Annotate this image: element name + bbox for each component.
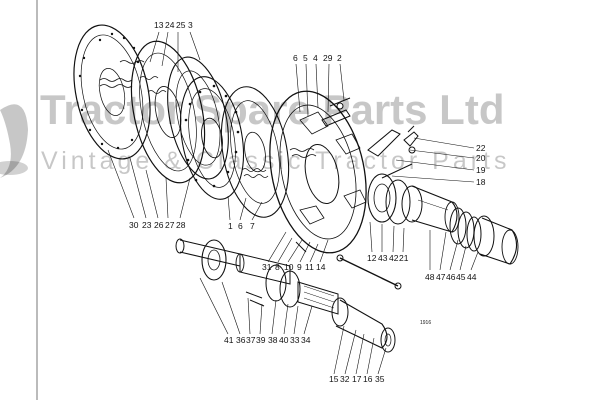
labels-right-top: 22 20 19 18 (476, 143, 486, 187)
label: 25 (176, 20, 186, 30)
label: 32 (340, 374, 350, 384)
pins (245, 241, 307, 307)
label: 39 (256, 335, 266, 345)
label: 24 (165, 20, 175, 30)
label: 2 (337, 53, 342, 63)
label: 29 (323, 53, 333, 63)
driven-plate (220, 86, 290, 218)
label: 35 (375, 374, 385, 384)
pull-rod (336, 254, 402, 290)
label: 46 (446, 272, 456, 282)
label: 36 (236, 335, 246, 345)
clutch-springs (99, 60, 167, 94)
label: 34 (301, 335, 311, 345)
label: 21 (399, 253, 409, 263)
label: 12 (367, 253, 377, 263)
seal-rings (449, 207, 482, 252)
housing-end (473, 215, 519, 265)
watermark-subtitle: Vintage & Classic Tractor Parts (41, 147, 511, 175)
label: 20 (476, 153, 486, 163)
flywheel-part (73, 24, 151, 160)
label: 19 (476, 165, 486, 175)
label: 4 (313, 53, 318, 63)
label: 6 (293, 53, 298, 63)
label: 11 (305, 262, 314, 272)
label: 28 (176, 220, 186, 230)
label: 44 (467, 272, 477, 282)
label: 16 (363, 374, 373, 384)
label: 26 (154, 220, 164, 230)
label: 41 (224, 335, 234, 345)
watermark-logo (0, 104, 28, 178)
label: 18 (476, 177, 486, 187)
label: 42 (389, 253, 399, 263)
leader-lines (107, 31, 479, 375)
clutch-cover-assembly (269, 90, 367, 254)
label: 23 (142, 220, 152, 230)
label: 48 (425, 272, 435, 282)
label: 3 (188, 20, 193, 30)
watermark-title: Tractor Spare Parts Ltd (40, 86, 504, 133)
labels-mid-bottom: 1 6 7 (228, 221, 255, 231)
label: 27 (165, 220, 175, 230)
label: 30 (129, 220, 139, 230)
label: 7 (250, 221, 255, 231)
label: 37 (246, 335, 256, 345)
labels-right-bottom: 48 47 46 45 44 (425, 272, 477, 282)
label: 17 (352, 374, 362, 384)
release-bearing (367, 173, 411, 225)
label: 6 (238, 221, 243, 231)
labels-bottom-left: 41 36 37 39 38 40 33 34 (224, 335, 311, 345)
label: 33 (290, 335, 300, 345)
label: 45 (456, 272, 466, 282)
labels-top-left: 13 24 25 3 (154, 20, 193, 30)
label: 47 (436, 272, 446, 282)
bearing-sleeve (401, 185, 460, 233)
labels-center-bottom: 31 8 10 9 11 14 (262, 262, 326, 272)
labels-right-mid: 12 43 42 21 (367, 253, 409, 263)
label: 10 (284, 262, 294, 272)
label: 9 (297, 262, 302, 272)
label: 31 (262, 262, 272, 272)
pressure-plate-cover (130, 40, 229, 184)
label: 43 (378, 253, 388, 263)
label: 13 (154, 20, 164, 30)
labels-left-bottom: 30 23 26 27 28 (129, 220, 186, 230)
label: 40 (279, 335, 289, 345)
label: 22 (476, 143, 486, 153)
friction-disc (180, 76, 244, 200)
labels-bottom-mid: 15 32 17 16 35 (329, 374, 385, 384)
label: 38 (268, 335, 278, 345)
label: 8 (275, 262, 280, 272)
label: 14 (316, 262, 326, 272)
label: 15 (329, 374, 339, 384)
labels-top-mid: 6 5 4 29 2 (293, 53, 342, 63)
figure-ref-number: 1916 (420, 320, 431, 326)
label: 5 (303, 53, 308, 63)
label: 1 (228, 221, 233, 231)
